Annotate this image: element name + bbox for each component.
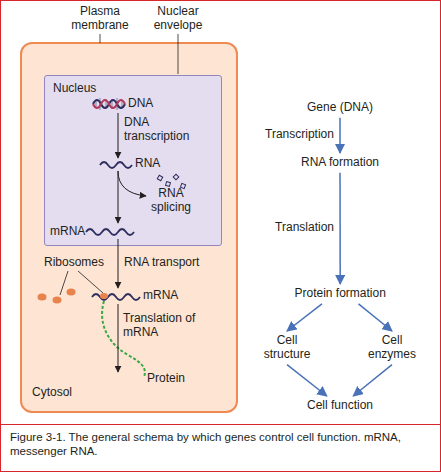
part-label: mRNA (50, 225, 85, 239)
processing-arrow (118, 171, 119, 223)
transcription-arrow (118, 113, 119, 158)
part-label: DNA (128, 97, 153, 111)
step-text: Gene (DNA) (307, 101, 373, 115)
figure-caption: Figure 3-1. The general schema by which … (10, 430, 434, 459)
mrna-strand (92, 294, 140, 300)
ribosome-symbols (38, 289, 76, 304)
part-label: Ribosomes (44, 256, 104, 270)
region-label: Cytosol (32, 386, 72, 400)
flow-step: Cell structure (256, 334, 318, 362)
flow-arrow (358, 304, 392, 331)
region-label: Nucleus (53, 82, 96, 96)
leader-line (78, 271, 103, 293)
edge-label: Translation (275, 221, 334, 235)
step-text: RNA formation (301, 156, 379, 170)
part-label: Protein (147, 372, 185, 386)
flow-arrow (339, 173, 341, 284)
process-label: DNA transcription (124, 116, 204, 144)
mrna-strand (86, 229, 134, 235)
leader-line (100, 34, 101, 43)
step-text: Cell function (307, 399, 373, 413)
step-text: Protein formation (295, 287, 386, 301)
flow-step: Cell enzymes (361, 334, 423, 362)
process-label: RNA splicing (146, 187, 196, 215)
flow-arrow (339, 118, 341, 153)
part-label: Plasma membrane (68, 5, 132, 33)
process-label: Translation of mRNA (123, 312, 213, 340)
flow-step: Gene (DNA) (307, 101, 373, 115)
part-label: Nuclear envelope (146, 5, 210, 33)
edge-label: Transcription (265, 128, 334, 142)
rna-strand (100, 162, 132, 168)
flow-step: RNA formation (301, 156, 379, 170)
transport-arrow (118, 239, 119, 288)
dna-helix (93, 98, 125, 110)
flow-arrow (287, 304, 322, 331)
flow-step: Protein formation (295, 287, 386, 301)
part-label: mRNA (143, 289, 178, 303)
step-text: Cell enzymes (361, 334, 423, 362)
splicing-arrow (118, 171, 146, 196)
flow-step: Cell function (307, 399, 373, 413)
translation-arrow (118, 304, 119, 372)
caption-rule (1, 424, 440, 425)
leader-line (60, 271, 68, 295)
flow-arrow (353, 365, 392, 396)
leader-line (178, 34, 179, 74)
ribosome-symbol (100, 293, 108, 299)
part-label: RNA (135, 157, 160, 171)
flow-arrow (287, 365, 327, 396)
process-label: RNA transport (124, 256, 199, 270)
step-text: Cell structure (256, 334, 318, 362)
